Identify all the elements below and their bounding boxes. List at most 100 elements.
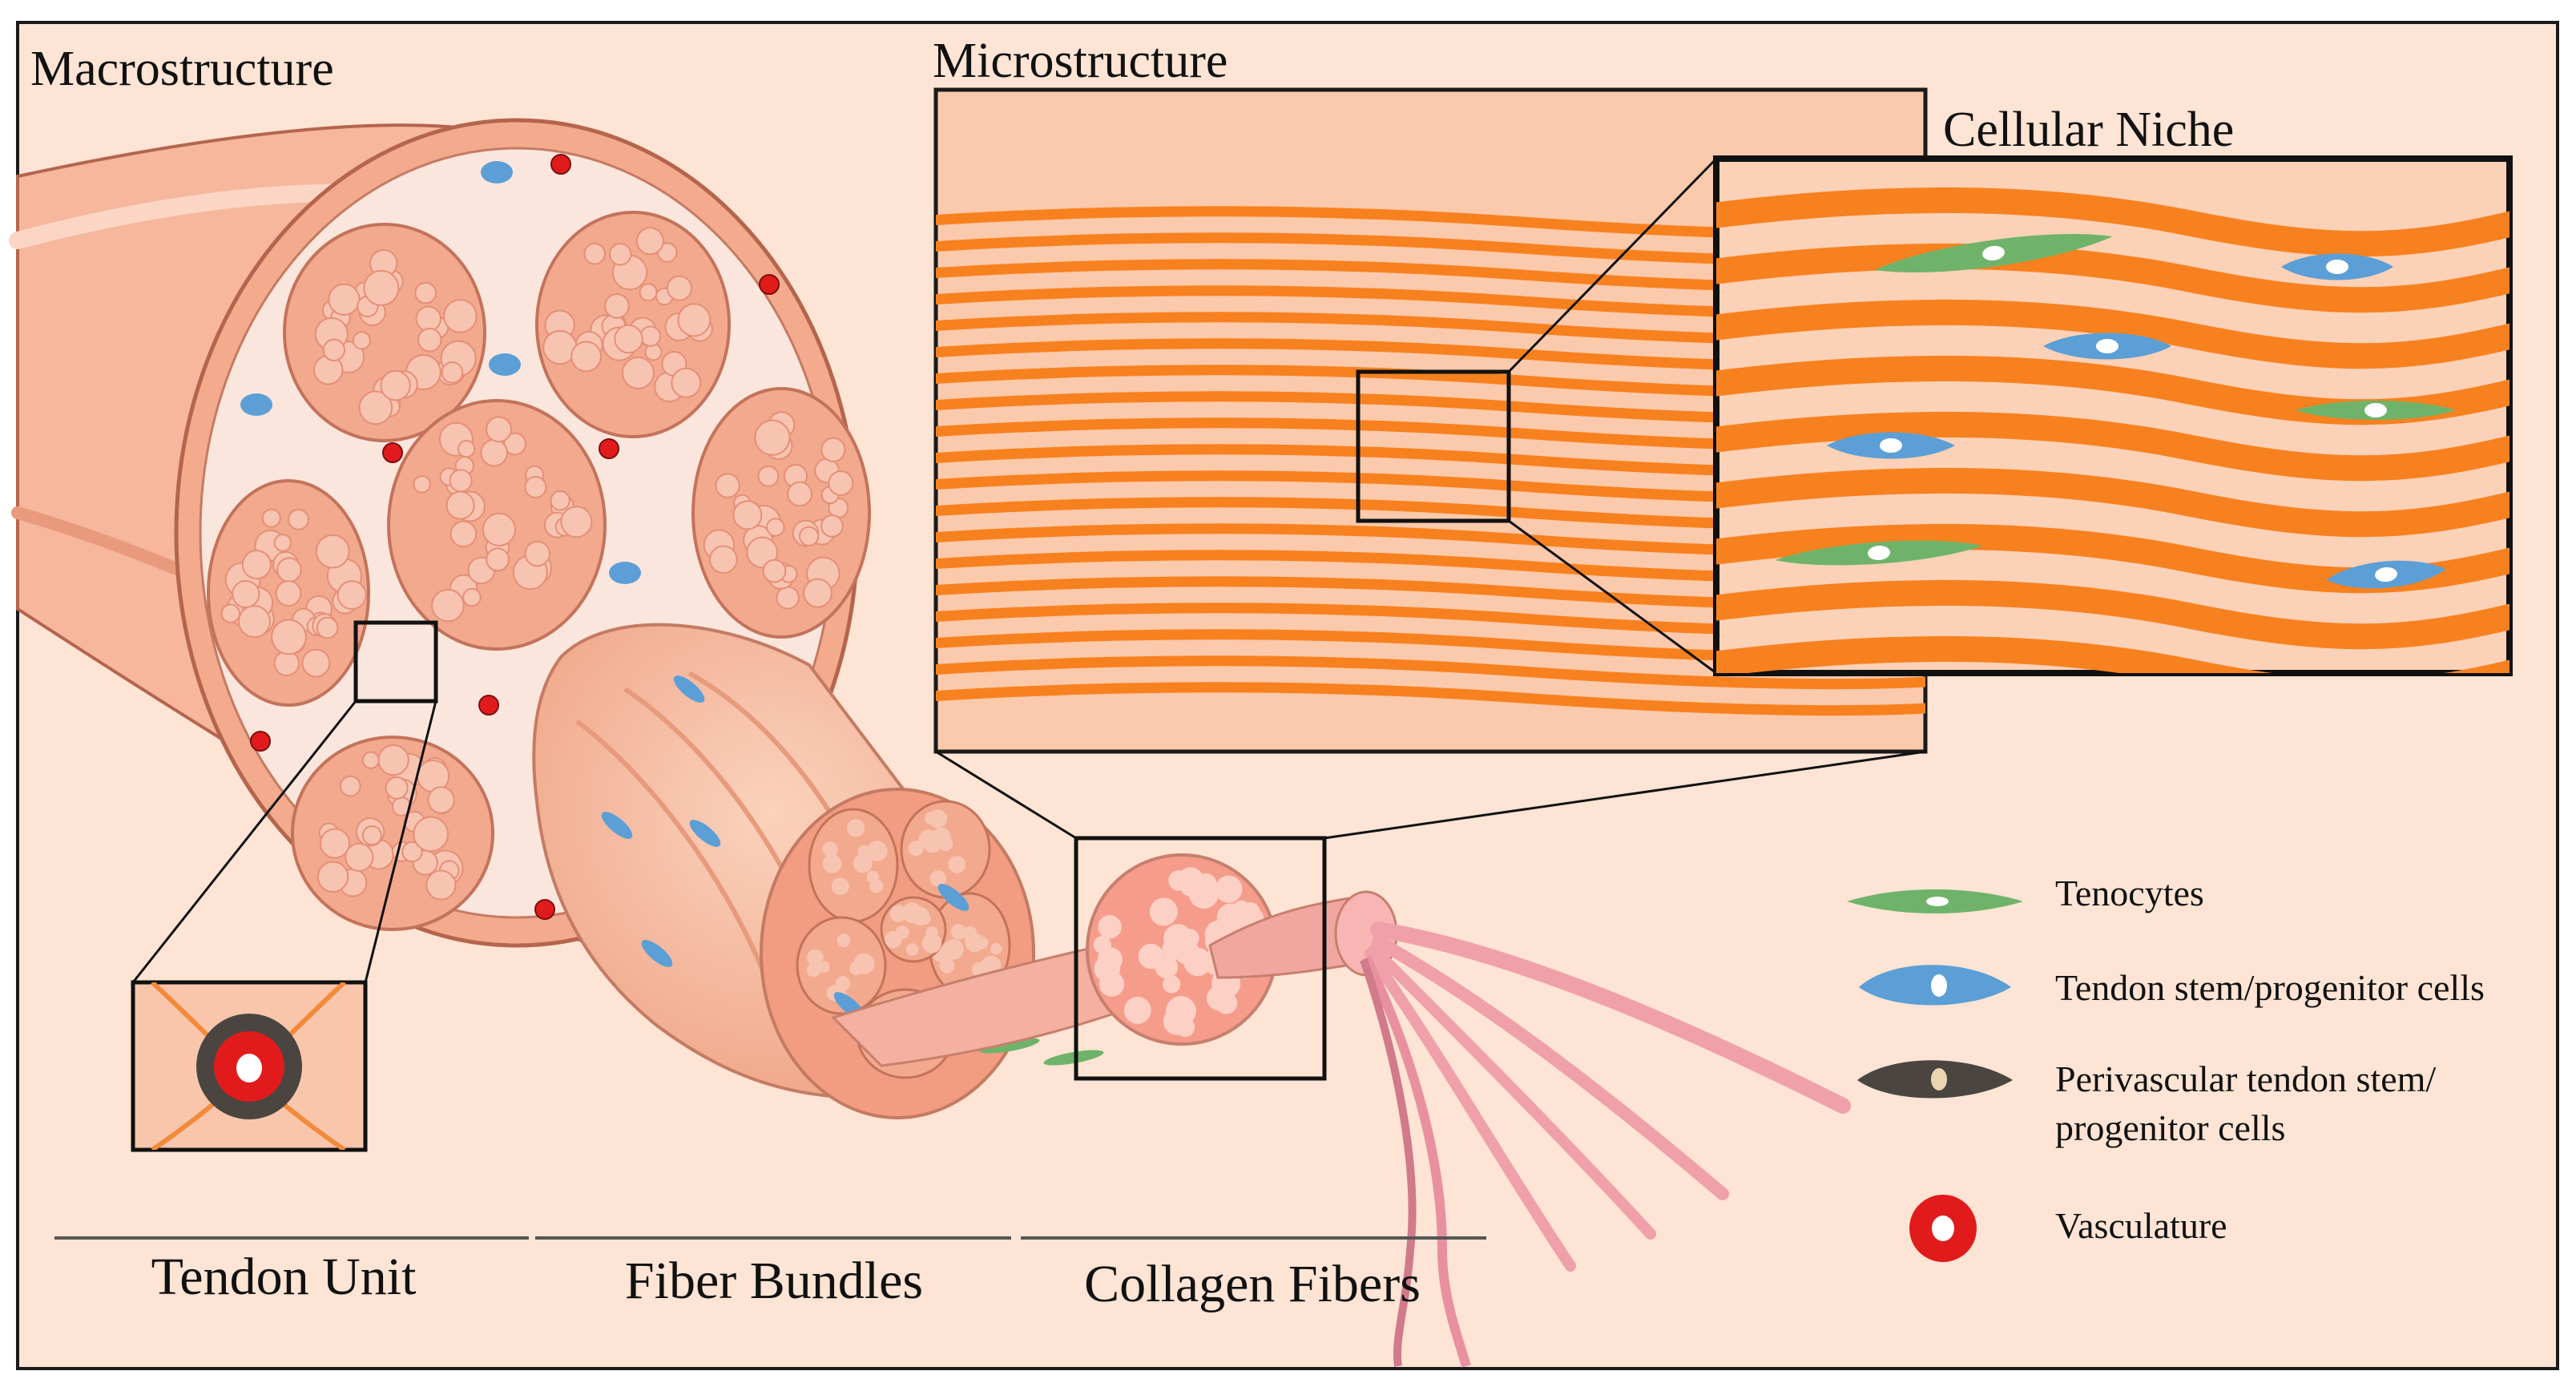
collagen-band [1716, 187, 2509, 257]
fibril [621, 356, 655, 389]
fibril [1168, 870, 1189, 891]
fibril [275, 580, 302, 607]
fibril [315, 534, 350, 569]
collagen-band [936, 655, 1925, 690]
vessel [250, 731, 271, 752]
fibril [807, 949, 824, 966]
fibril [415, 305, 442, 333]
fibril [766, 518, 785, 537]
fibril [413, 816, 449, 853]
legend-perivascular-line1: Perivascular tendon stem/ [2055, 1058, 2436, 1099]
tspc-cell [1827, 432, 1955, 459]
fibril [671, 367, 702, 398]
vessel [550, 154, 571, 175]
bundle-fascicles [796, 800, 1011, 1079]
macrostructure-title: Macrostructure [30, 42, 334, 96]
fibril [820, 514, 844, 538]
tenocyte-cell [1043, 1050, 1104, 1066]
tspc-cell [240, 393, 272, 416]
fibril-tail [1372, 935, 1729, 1200]
fibril [232, 579, 260, 609]
tspc-cell [2281, 253, 2393, 280]
zoom-box-micro [1356, 369, 1511, 523]
fibril [486, 416, 512, 443]
zoom-connector [935, 750, 1077, 840]
fibril [273, 534, 292, 552]
fibril [614, 324, 643, 354]
fibril [708, 545, 738, 575]
fibril [929, 809, 948, 829]
fibril [831, 877, 849, 896]
fibril [803, 578, 832, 608]
tspc-cell [689, 820, 721, 847]
fibril [363, 269, 400, 306]
fibril [746, 536, 778, 569]
fibril [853, 953, 875, 974]
fibril-tail [1370, 921, 1851, 1114]
fibril [413, 475, 431, 494]
fibril [869, 879, 884, 893]
fibril [906, 943, 919, 956]
fibril [380, 369, 411, 401]
fibril [950, 924, 967, 940]
tenocyte-cell [979, 1038, 1040, 1054]
fibril [480, 438, 508, 467]
tspc-cell [2326, 560, 2446, 589]
fibril [1181, 929, 1199, 947]
legend-tspc: Tendon stem/progenitor cells [2055, 967, 2485, 1008]
zoom-box-collagen [1074, 836, 1327, 1081]
fibril [427, 786, 455, 814]
fibril [798, 526, 820, 546]
collagen-band [1716, 243, 2509, 313]
fibril [757, 465, 780, 487]
fibril [1175, 1017, 1195, 1038]
fibril [414, 281, 437, 304]
fibril [1093, 936, 1111, 954]
inset-content [150, 982, 347, 1150]
tspc-cell [937, 884, 970, 911]
legend-vasculature: Vasculature [2055, 1205, 2227, 1246]
tenocyte-cell [2296, 401, 2456, 420]
fibril [482, 512, 517, 546]
fibril [644, 343, 663, 361]
fibril [1183, 947, 1212, 977]
fibril [328, 283, 361, 316]
fibril [301, 648, 331, 678]
niche-collagen-bands [1716, 187, 2509, 673]
fibril [754, 419, 791, 456]
fibril [828, 470, 854, 496]
fascicle [283, 223, 486, 442]
vessel [599, 438, 619, 459]
microstructure-title: Microstructure [933, 34, 1228, 88]
fibril [441, 361, 464, 384]
niche-cells [1775, 234, 2456, 589]
fibril [922, 833, 942, 853]
collagen-band [936, 682, 1925, 716]
zoom-connector [364, 700, 437, 983]
fibril [910, 906, 929, 926]
fibril-tail [1365, 948, 1576, 1272]
fibril [339, 775, 361, 797]
fibril [867, 841, 888, 862]
vessel [534, 899, 555, 920]
fibril [352, 331, 371, 350]
vessel [382, 442, 403, 463]
fibril [608, 243, 632, 266]
collagen-fiber [831, 853, 1851, 1368]
tenocyte-cell [1874, 234, 2113, 272]
fiber-bundle [532, 623, 1104, 1119]
bundle-groove [575, 719, 772, 987]
fibril [261, 508, 281, 528]
vessel [759, 274, 780, 295]
fibril [962, 926, 978, 941]
microfibril-helix [1360, 958, 1417, 1367]
legend-perivascular-line2: progenitor cells [2055, 1107, 2285, 1148]
tspc-cell [641, 940, 673, 967]
fibril [604, 293, 630, 319]
fibril [316, 861, 349, 893]
collagen-band [1716, 467, 2509, 538]
legend [1847, 889, 2023, 1262]
fibril [885, 931, 902, 949]
fibril [762, 558, 787, 583]
